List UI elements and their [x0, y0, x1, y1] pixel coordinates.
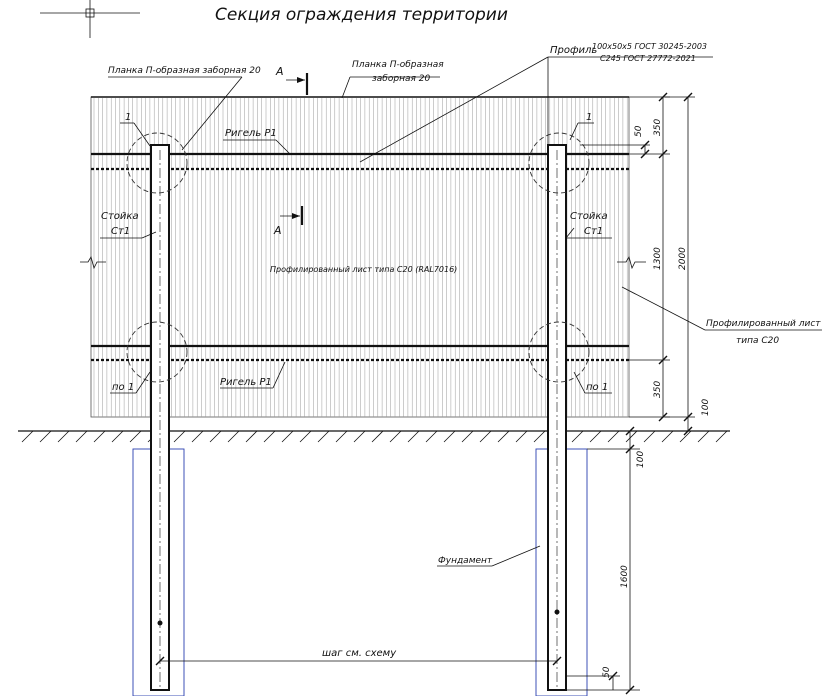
rail-bottom: [91, 344, 629, 362]
post-right: [547, 144, 567, 691]
label-callout-1-left: 1: [125, 112, 131, 123]
ground-line: [18, 430, 730, 443]
label-sheet-right-2: типа С20: [736, 336, 779, 346]
label-planka-right-1: Планка П-образная: [352, 60, 444, 70]
dim-350-top: 350: [653, 119, 663, 136]
section-mark-a-top: [286, 73, 309, 95]
dim-1300: 1300: [653, 247, 663, 270]
dim-1600: 1600: [620, 565, 630, 588]
sheet-corrugations: [93, 98, 628, 417]
section-mark-a-mid: [280, 206, 304, 225]
dimension-values: 50 350 1300 2000 350 100 100 1600 50: [602, 119, 711, 678]
break-marks: [80, 255, 646, 270]
label-profile: Профиль: [550, 45, 597, 56]
dim-2000: 2000: [678, 247, 688, 270]
label-callout-1-right: 1: [586, 112, 592, 123]
label-po1-left: по 1: [112, 382, 134, 393]
label-sheet-right-1: Профилированный лист: [706, 319, 821, 329]
label-rigel-bottom: Ригель Р1: [220, 377, 272, 388]
rail-top: [91, 152, 629, 171]
dim-50-bottom: 50: [602, 666, 612, 678]
label-center-sheet: Профилированный лист типа С20 (RAL7016): [270, 265, 457, 274]
label-stoyka-left-2: Ст1: [111, 226, 130, 237]
dim-100-gap: 100: [701, 399, 711, 416]
label-section-a-mid: А: [273, 224, 282, 237]
label-stoyka-right-2: Ст1: [584, 226, 603, 237]
label-po1-right: по 1: [586, 382, 608, 393]
label-profile-spec-1: 100х50х5 ГОСТ 30245-2003: [592, 42, 707, 51]
detail-circles: [126, 132, 590, 383]
label-rigel-top: Ригель Р1: [225, 128, 277, 139]
label-stoyka-left-1: Стойка: [101, 211, 139, 222]
dim-350-bottom: 350: [653, 381, 663, 398]
ground-hatch: [21, 430, 728, 443]
leader-lines: [100, 56, 822, 567]
drawing-title: Секция ограждения территории: [215, 5, 508, 25]
post-left: [150, 144, 170, 691]
label-stoyka-right-1: Стойка: [570, 211, 608, 222]
label-section-a-top: А: [275, 65, 284, 78]
dimension-lines: [155, 92, 695, 695]
dim-100-below: 100: [636, 451, 646, 468]
label-profile-spec-2: С245 ГОСТ 27772-2021: [600, 54, 696, 63]
label-foundation: Фундамент: [438, 556, 493, 566]
cad-crosshair-icon: [40, 0, 140, 38]
label-step: шаг см. схему: [322, 648, 397, 659]
label-planka-right-2: заборная 20: [372, 74, 430, 84]
profiled-sheet-panel: [90, 96, 630, 418]
dim-50-top: 50: [634, 125, 644, 137]
label-planka-left: Планка П-образная заборная 20: [108, 66, 261, 76]
annotations: Планка П-образная заборная 20 Планка П-о…: [101, 42, 821, 659]
